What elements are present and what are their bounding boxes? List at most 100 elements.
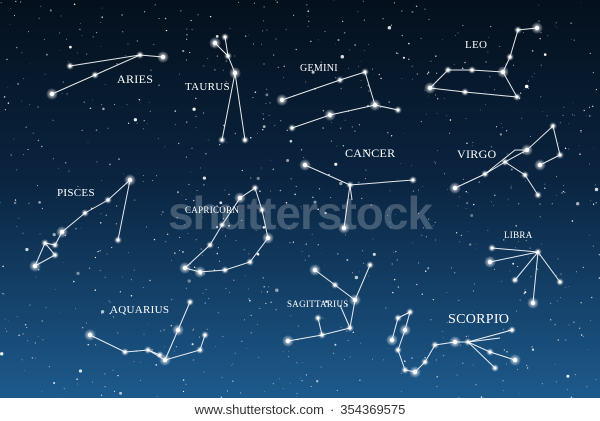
- constellation-aquarius: AQUARIUS: [84, 298, 209, 366]
- background-star: [176, 216, 178, 219]
- background-star: [258, 356, 260, 359]
- background-star: [86, 322, 87, 324]
- background-star: [42, 339, 44, 341]
- background-star: [502, 380, 504, 382]
- background-star: [424, 270, 427, 273]
- constellation-star: [516, 28, 520, 32]
- background-star: [378, 73, 380, 76]
- background-star: [340, 326, 342, 328]
- constellation-star: [403, 368, 407, 372]
- background-star: [390, 135, 393, 137]
- background-star: [77, 185, 79, 188]
- constellation-star: [363, 70, 367, 74]
- background-star: [474, 283, 476, 285]
- background-star: [322, 127, 325, 129]
- footer-bar: www.shutterstock.com · 354369575: [0, 398, 600, 421]
- background-star: [478, 152, 480, 155]
- background-star: [352, 331, 354, 333]
- background-star: [466, 142, 468, 145]
- background-star: [542, 110, 544, 112]
- background-star: [370, 152, 372, 154]
- background-star: [449, 119, 452, 121]
- background-star: [382, 18, 384, 20]
- background-star: [260, 167, 262, 169]
- background-star: [524, 88, 526, 90]
- background-star: [29, 63, 31, 65]
- background-star: [179, 249, 181, 252]
- background-star: [32, 132, 34, 134]
- background-star: [133, 118, 138, 122]
- background-star: [463, 178, 465, 180]
- background-star: [182, 250, 184, 253]
- constellation-star: [32, 263, 38, 269]
- capricorn-label: CAPRICORN: [185, 205, 239, 215]
- background-star: [485, 91, 487, 93]
- background-star: [594, 184, 597, 186]
- constellation-star: [43, 241, 47, 245]
- background-star: [190, 19, 192, 22]
- background-star: [436, 113, 438, 114]
- background-star: [563, 106, 565, 108]
- background-star: [52, 158, 54, 160]
- background-star: [567, 389, 568, 390]
- background-star: [272, 168, 274, 170]
- background-star: [580, 334, 583, 336]
- background-star: [489, 25, 492, 28]
- background-star: [173, 350, 175, 352]
- background-star: [361, 197, 363, 200]
- constellation-star: [87, 332, 93, 338]
- background-star: [160, 214, 162, 216]
- background-star: [111, 247, 113, 249]
- background-star: [586, 115, 587, 116]
- background-star: [501, 280, 502, 282]
- background-star: [570, 22, 572, 24]
- background-star: [64, 190, 66, 193]
- aries-label: ARIES: [117, 72, 153, 86]
- background-star: [555, 22, 557, 24]
- background-star: [75, 228, 77, 230]
- background-star: [212, 84, 214, 86]
- background-star: [427, 95, 429, 97]
- background-star: [81, 129, 83, 132]
- background-star: [432, 225, 434, 227]
- background-star: [400, 163, 401, 164]
- background-star: [153, 238, 156, 241]
- background-star: [287, 355, 289, 358]
- background-star: [5, 328, 6, 330]
- constellation-star: [348, 326, 352, 330]
- background-star: [372, 238, 374, 240]
- background-star: [533, 72, 535, 74]
- background-star: [387, 215, 388, 217]
- background-star: [295, 48, 297, 51]
- background-star: [44, 73, 46, 75]
- background-star: [365, 149, 368, 152]
- background-star: [403, 132, 405, 134]
- background-star: [248, 34, 250, 36]
- background-star: [275, 288, 279, 292]
- background-star: [202, 254, 203, 256]
- constellation-star: [243, 138, 247, 142]
- background-star: [502, 239, 505, 241]
- background-star: [301, 362, 303, 363]
- background-star: [465, 207, 467, 209]
- background-star: [590, 199, 591, 201]
- background-star: [411, 357, 413, 359]
- background-star: [490, 201, 492, 203]
- background-star: [344, 358, 345, 360]
- background-star: [348, 67, 350, 69]
- background-star: [147, 324, 149, 326]
- background-star: [133, 360, 135, 362]
- background-star: [435, 55, 437, 57]
- background-star: [274, 124, 276, 127]
- background-star: [389, 227, 391, 229]
- background-star: [183, 224, 185, 226]
- background-star: [174, 110, 177, 112]
- constellation-star: [138, 53, 142, 57]
- background-star: [318, 188, 321, 190]
- background-star: [538, 4, 540, 6]
- background-star: [63, 388, 65, 390]
- background-star: [465, 335, 467, 338]
- background-star: [100, 22, 101, 23]
- constellation-star: [389, 337, 395, 343]
- night-sky-illustration: ARIES TAURUS GEMINI LEO CANCER VIRGO PIS…: [0, 0, 600, 398]
